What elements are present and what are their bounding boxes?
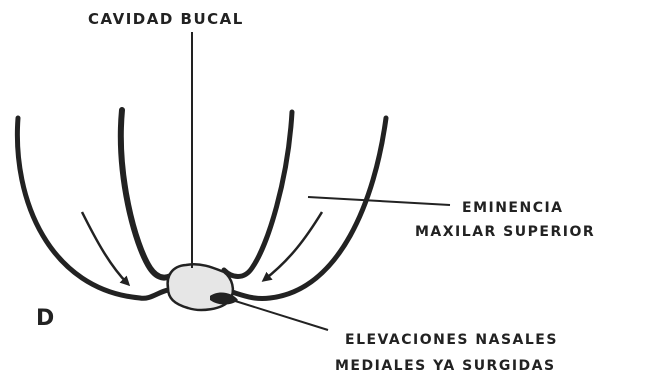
left-arrow: [82, 212, 128, 284]
label-elevaciones-nasales: ELEVACIONES NASALES: [345, 332, 558, 348]
inner-right-contour: [224, 112, 292, 277]
panel-letter: D: [36, 306, 54, 331]
leader-line-right: [308, 197, 450, 205]
label-eminencia: EMINENCIA: [462, 200, 564, 216]
outer-right-contour: [232, 118, 386, 299]
label-cavidad-bucal: CAVIDAD BUCAL: [88, 10, 244, 28]
inner-left-contour: [121, 110, 176, 278]
label-mediales-ya-surgidas: MEDIALES YA SURGIDAS: [335, 358, 556, 374]
outer-left-contour: [17, 118, 168, 298]
label-maxilar-superior: MAXILAR SUPERIOR: [415, 224, 595, 240]
leader-line-bottom: [232, 300, 328, 330]
